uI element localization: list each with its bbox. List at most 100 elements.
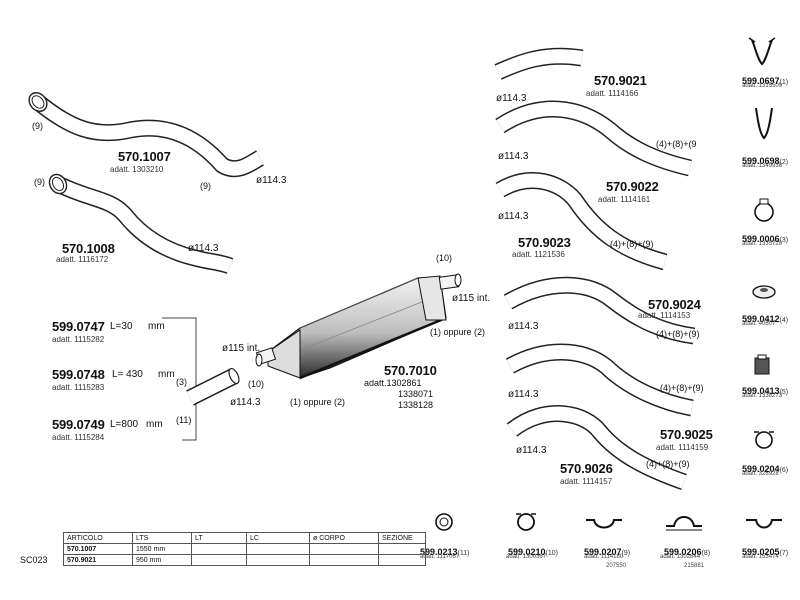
table-cell [191, 554, 247, 566]
part-code: 599.0747 [52, 319, 105, 334]
page-code: SC023 [20, 555, 48, 565]
hose-clamp-icon [754, 198, 774, 222]
rubber-mount-icon [752, 285, 776, 299]
length-bracket [162, 317, 197, 441]
smallpart-adatt: adatt. 153474 [742, 554, 779, 560]
part-adatt: adatt. 1114161 [598, 195, 651, 204]
smallpart-adatt: adatt. 1315509 [742, 83, 783, 89]
pos-label: (4)+(8)+(9) [656, 329, 700, 339]
part-adatt: adatt. 1114166 [586, 89, 639, 98]
pos-label: (9) [200, 181, 211, 191]
smallpart-adatt: adatt. 1338273 [742, 393, 783, 399]
part-adatt: adatt. 1303210 [110, 165, 164, 174]
smallpart-adatt: adatt. 1114180 [584, 554, 624, 560]
part-adatt: 1338071 [398, 389, 434, 399]
part-adatt: 1338128 [398, 400, 434, 410]
pipe-unlabeled-upper [495, 100, 692, 177]
mount-note: (1) oppure (2) [430, 327, 486, 337]
diameter-label: ø114.3 [496, 93, 527, 104]
table-header: LTS [132, 532, 192, 544]
pipe-570-9021 [494, 47, 584, 80]
part-code: 570.1007 [118, 149, 171, 164]
table-cell [378, 554, 426, 566]
table-header: LT [191, 532, 247, 544]
u-bolt-long-icon [755, 107, 773, 140]
diameter-label: ø114.3 [256, 175, 287, 186]
part-code: 599.0749 [52, 417, 105, 432]
table-header: SEZIONE [378, 532, 426, 544]
pos-label: (9) [32, 121, 43, 131]
smallpart-adatt: adatt. 1349938 [742, 163, 783, 169]
pos-label: (11) [176, 415, 192, 425]
strap-clamp-icon [586, 519, 622, 529]
table-cell: 570.1007 [63, 543, 133, 555]
saddle-clamp-icon [746, 519, 782, 529]
part-code: 570.9024 [648, 297, 701, 312]
smallpart-adatt: adatt. 1300367 [506, 554, 547, 560]
part-adatt: adatt. 1114153 [638, 311, 691, 320]
table-cell [378, 543, 426, 555]
pos-label: (4)+(8)+(9) [610, 239, 654, 249]
table-cell: 570.9021 [63, 554, 133, 566]
smallpart-adatt: 215881 [684, 563, 705, 569]
part-adatt: adatt. 1114159 [656, 443, 709, 452]
part-adatt: adatt. 1115283 [52, 383, 105, 392]
smallpart-label: 599.0204(6) [742, 464, 789, 475]
pipe-570-1007 [28, 92, 265, 178]
table-header: ø CORPO [309, 532, 379, 544]
unit-label: mm [146, 419, 163, 430]
diameter-label: ø114.3 [498, 211, 529, 222]
table-cell [246, 543, 310, 555]
outlet-diameter-label: ø115 int. [452, 293, 491, 304]
table-cell [246, 554, 310, 566]
pipe-570-1008 [48, 173, 234, 275]
smallpart-label: 599.0207(9) [584, 547, 631, 558]
pipe-570-9022 [495, 172, 668, 271]
smallpart-adatt: 207550 [606, 563, 627, 569]
part-adatt: adatt. 1121536 [512, 250, 565, 259]
length-label: L= 430 [112, 369, 143, 380]
part-code: 570.9021 [594, 73, 647, 88]
part-code: 570.7010 [384, 363, 437, 378]
double-strap-clamp-icon [666, 516, 702, 531]
length-label: L=30 [110, 321, 133, 332]
smallpart-label: 599.0006(3) [742, 234, 789, 245]
table-cell [191, 543, 247, 555]
part-code: 570.9025 [660, 427, 713, 442]
part-adatt: adatt.1302861 [364, 378, 422, 388]
pos-label: (4)+(8)+(9) [646, 459, 690, 469]
smallpart-adatt: adatt. 1335720 [742, 241, 783, 247]
smallpart-adatt: adatt. 40607 [742, 321, 776, 327]
band-clamp-icon [516, 513, 536, 531]
diameter-label: ø114.3 [230, 397, 261, 408]
table-cell [309, 543, 379, 555]
table-cell [309, 554, 379, 566]
smallpart-adatt: adatt. 1302844 [660, 554, 701, 560]
part-adatt: adatt. 1115282 [52, 335, 105, 344]
pos-label: (10) [248, 379, 265, 389]
smallpart-adatt: adatt. 1117067 [420, 554, 460, 560]
ring-clamp-icon [435, 513, 453, 531]
smallpart-label: 599.0413(5) [742, 386, 789, 397]
u-bolt-icon [748, 37, 776, 66]
pipe-clamp-icon [754, 431, 774, 449]
part-code: 570.9026 [560, 461, 613, 476]
mount-note: (1) oppure (2) [290, 397, 346, 407]
part-adatt: adatt. 1114157 [560, 477, 613, 486]
table-cell: 1550 mm [132, 543, 192, 555]
diameter-label: ø114.3 [508, 389, 539, 400]
diameter-label: ø114.3 [516, 445, 547, 456]
smallpart-label: 599.0210(10) [508, 547, 558, 558]
table-cell: 950 mm [132, 554, 192, 566]
connecting-sleeve [186, 367, 240, 406]
diameter-label: ø114.3 [188, 243, 219, 254]
part-adatt: adatt. 1116172 [56, 255, 109, 264]
table-header-row: ARTICOLO LTS LT LC ø CORPO SEZIONE [63, 532, 426, 544]
spec-table: ARTICOLO LTS LT LC ø CORPO SEZIONE 570.1… [63, 532, 426, 566]
smallpart-label: 599.0206(8) [664, 547, 711, 558]
muffler-570-7010 [255, 273, 462, 380]
pos-label: (3) [176, 377, 187, 387]
smallpart-label: 599.0205(7) [742, 547, 789, 558]
table-row: 570.1007 1550 mm [63, 543, 426, 555]
